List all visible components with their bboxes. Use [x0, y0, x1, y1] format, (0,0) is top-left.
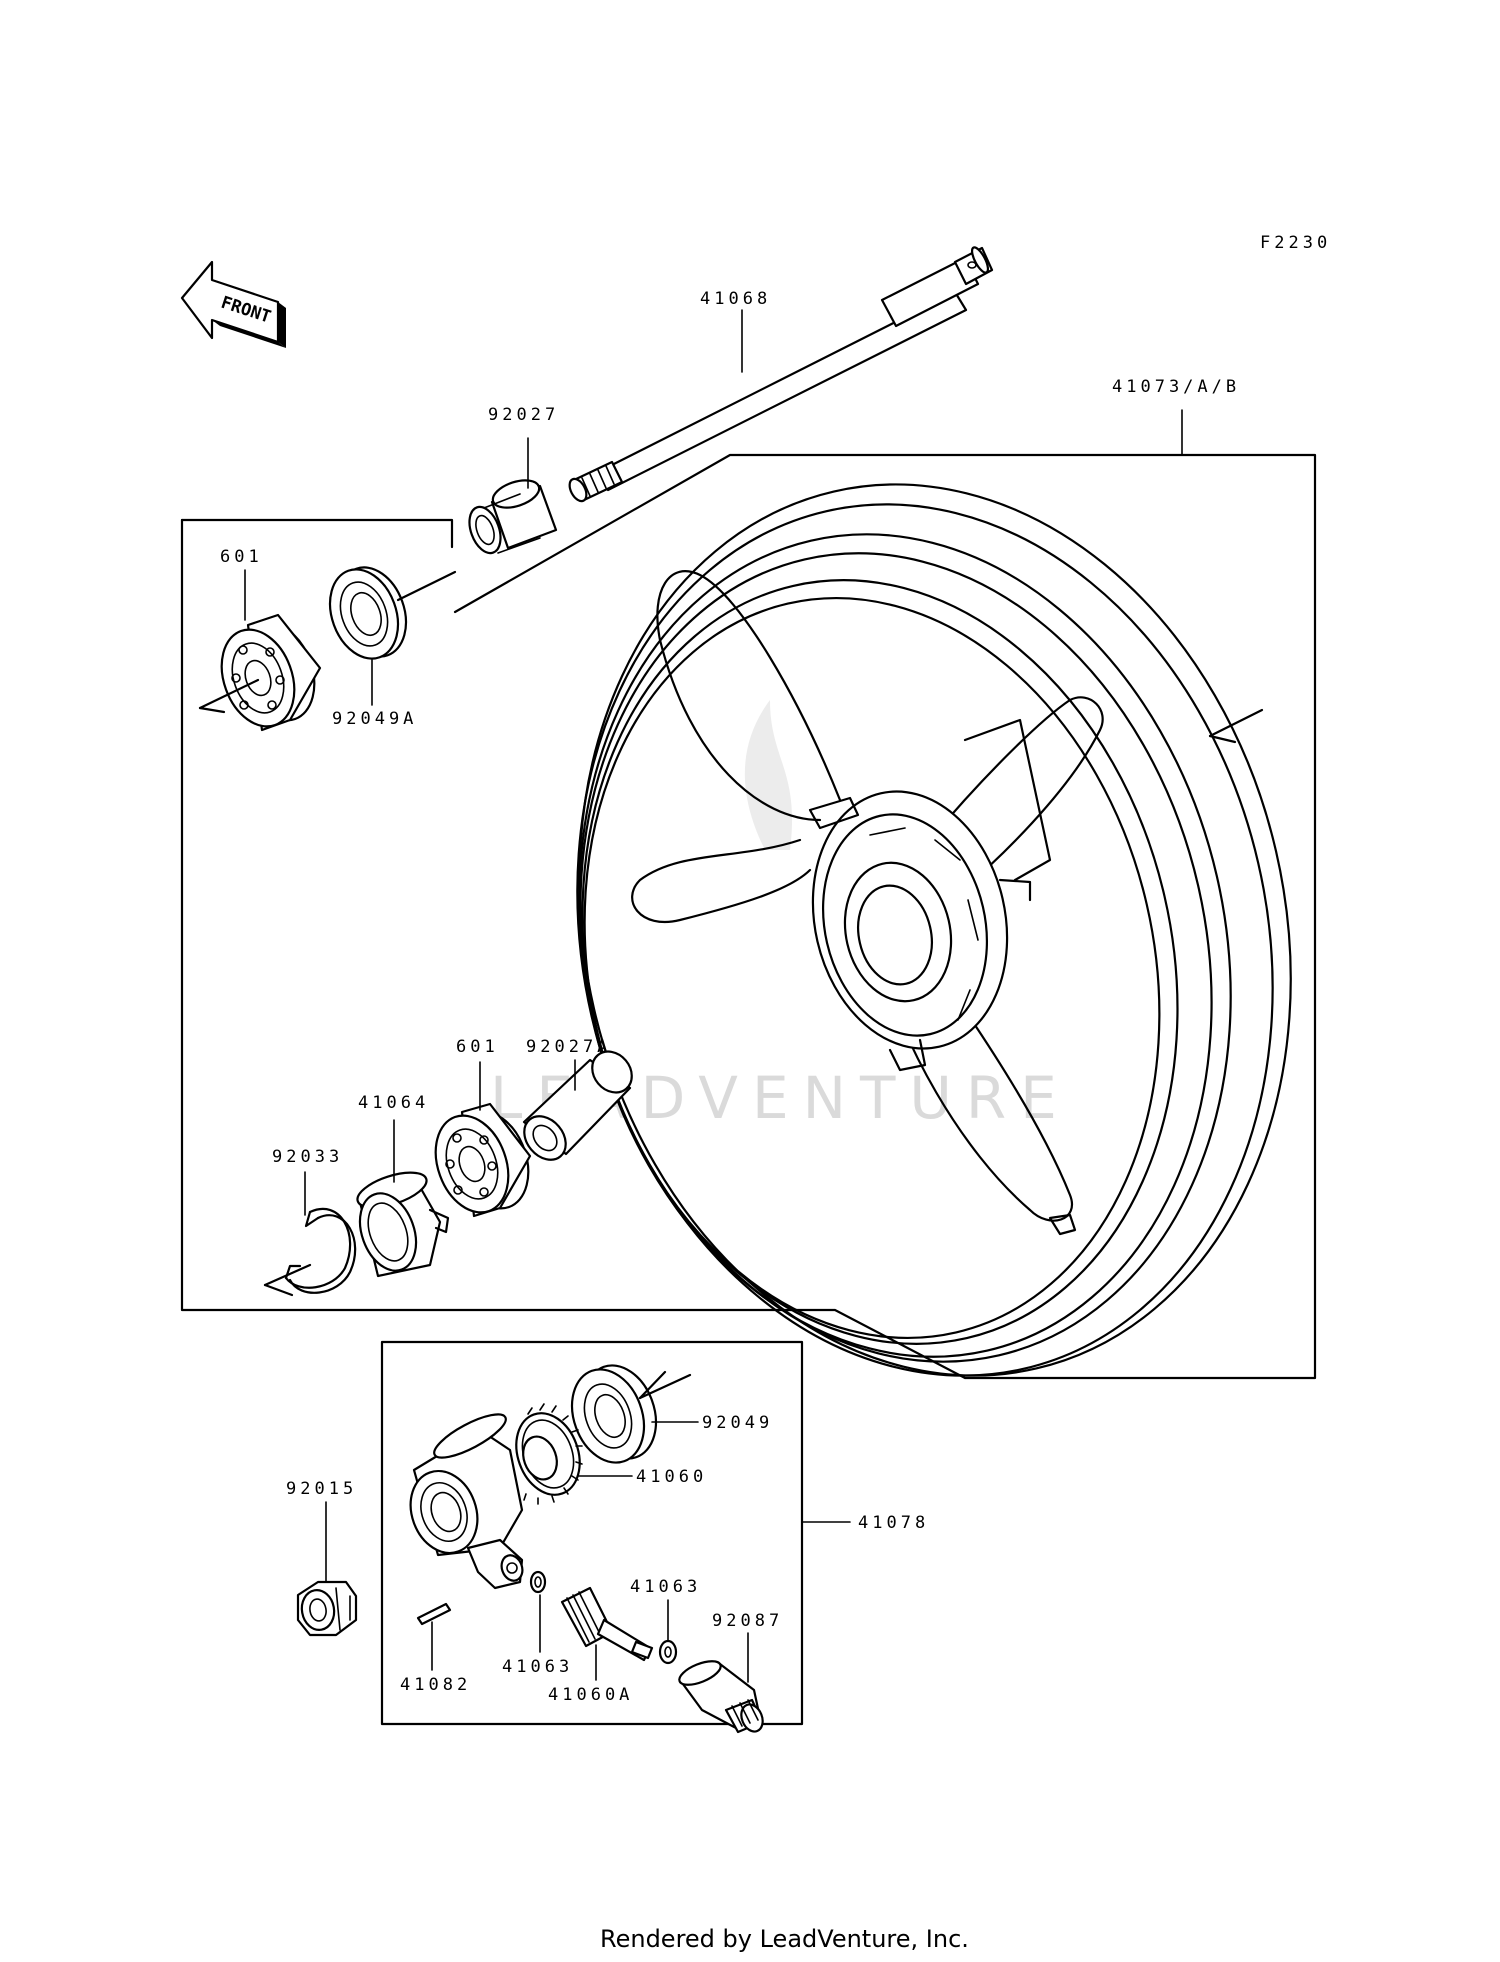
callout-41060A: 41060A [548, 1685, 633, 1705]
bearing-601-top [198, 613, 322, 732]
pinion-41060A [560, 1586, 654, 1662]
nut-92015 [296, 1580, 358, 1637]
callout-92015: 92015 [286, 1479, 357, 1499]
gearbox-housing-41078 [409, 1413, 524, 1590]
callout-41082: 41082 [400, 1675, 471, 1695]
callout-601-mid: 601 [456, 1037, 499, 1057]
callout-41073: 41073/A/B [1112, 377, 1240, 397]
callout-92049: 92049 [702, 1413, 773, 1433]
washer-41063-left [529, 1570, 547, 1594]
wheel-41073 [576, 483, 1292, 1377]
spacer-92027A [522, 1050, 633, 1161]
callout-labels: 41068 41073/A/B 92027 601 92049A 92027A … [220, 289, 1240, 1705]
callout-41063-right: 41063 [630, 1577, 701, 1597]
gear-41060 [511, 1403, 583, 1505]
footer-credit: Rendered by LeadVenture, Inc. [600, 1925, 969, 1953]
circlip-92033 [263, 1207, 357, 1297]
callout-92033: 92033 [272, 1147, 343, 1167]
leader-lines [244, 309, 1183, 1683]
axle-41068 [568, 246, 994, 503]
callout-601-top: 601 [220, 547, 263, 567]
callout-92027A: 92027A [526, 1037, 611, 1057]
diagram-code: F2230 [1260, 233, 1331, 253]
callout-41060: 41060 [636, 1467, 707, 1487]
callout-92027: 92027 [488, 405, 559, 425]
callout-41078: 41078 [858, 1513, 929, 1533]
washer-41063-right [658, 1639, 678, 1665]
oil-seal-92049 [570, 1364, 692, 1464]
spacer-92027 [468, 479, 558, 555]
callout-41063-left: 41063 [502, 1657, 573, 1677]
front-arrow-icon: FRONT [180, 260, 286, 348]
callout-92087: 92087 [712, 1611, 783, 1631]
cable-bushing-92087 [678, 1660, 764, 1734]
collar-41064 [356, 1171, 450, 1278]
assembly-outlines [180, 453, 1317, 1726]
pin-41082 [416, 1602, 452, 1626]
callout-41064: 41064 [358, 1093, 429, 1113]
oil-seal-92049A [328, 566, 457, 660]
callout-92049A: 92049A [332, 709, 417, 729]
callout-41068: 41068 [700, 289, 771, 309]
bearing-601-mid [434, 1102, 532, 1218]
